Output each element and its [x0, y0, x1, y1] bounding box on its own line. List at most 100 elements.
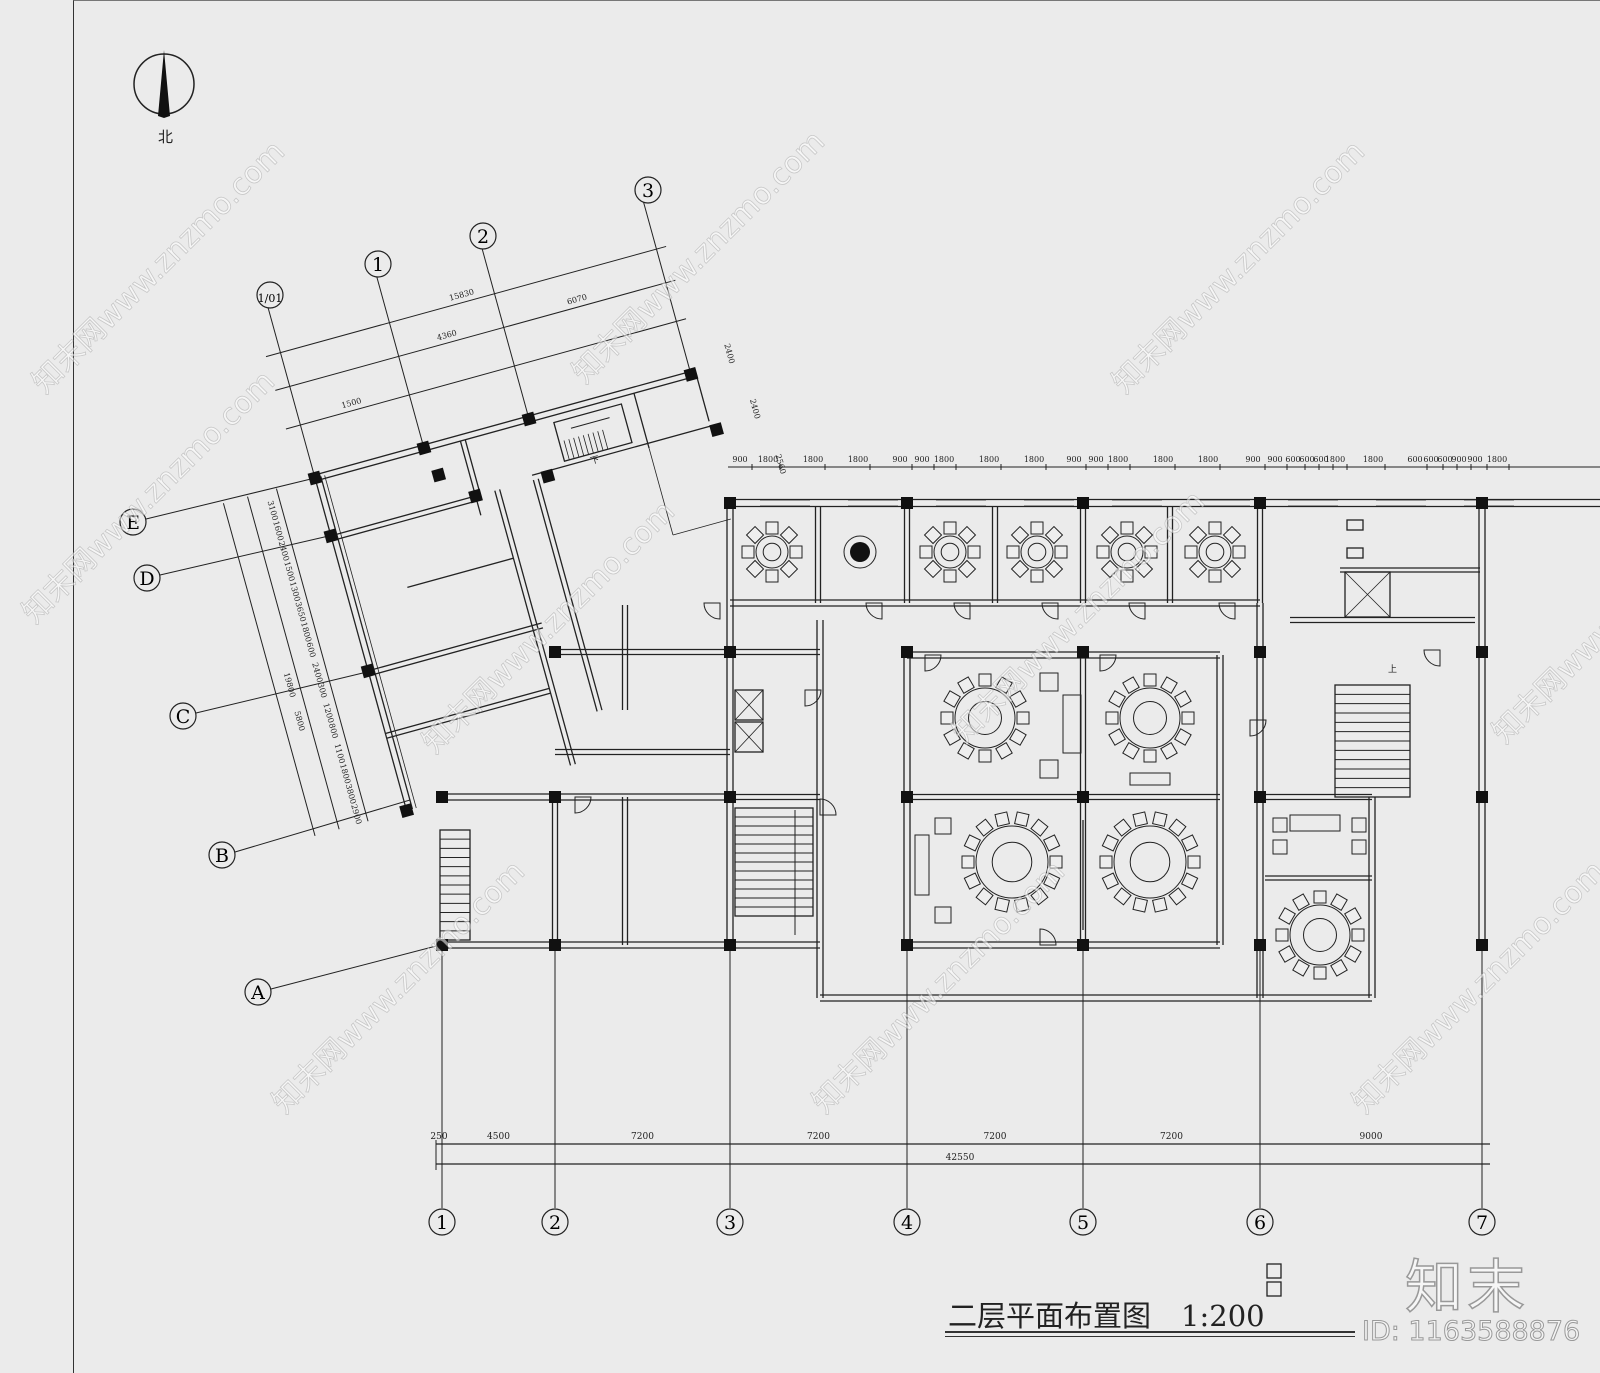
column [1476, 646, 1488, 658]
column [683, 367, 699, 382]
chair [1330, 893, 1348, 911]
lazy-susan [1129, 841, 1171, 883]
table-top [954, 687, 1016, 749]
chair [978, 749, 992, 763]
chair [1278, 907, 1296, 925]
chair [779, 559, 799, 579]
wing-wall [385, 687, 550, 735]
dining-table [1096, 521, 1158, 583]
sofa [914, 834, 930, 896]
stair-down-label: 下 [589, 455, 600, 467]
dimension-label: 1800 [1325, 455, 1345, 464]
dining-table [1184, 521, 1246, 583]
chair [1120, 569, 1134, 583]
chair [779, 525, 799, 545]
column [436, 791, 448, 803]
table-top [1113, 825, 1187, 899]
dining-table [1105, 673, 1195, 763]
elevator-car [734, 721, 764, 753]
axis-label: D [139, 568, 154, 590]
dimension-label: 600 [305, 641, 318, 658]
dimension-label: 900 [914, 455, 929, 464]
chair [1180, 872, 1199, 890]
axis-label: 6 [1254, 1212, 1266, 1234]
row-axis-bubble-D: D [133, 564, 161, 592]
chair [1143, 749, 1157, 763]
chair [1009, 690, 1027, 708]
dimension-label: 2400 [722, 343, 736, 365]
axis-bubble [244, 978, 272, 1006]
chair [1006, 545, 1020, 559]
toilet [1346, 519, 1364, 531]
column [1254, 497, 1266, 509]
lazy-susan [968, 701, 1002, 735]
row-axis-bubble-A: A [244, 978, 272, 1006]
axis-label: 1 [372, 254, 384, 276]
axis-label: 3 [642, 180, 654, 202]
stair-step [563, 440, 570, 460]
wing-labels: 1583043606070150024002400256031001600240… [266, 287, 788, 825]
chair [1100, 525, 1120, 545]
grid-line [159, 534, 334, 576]
wing-wall [367, 622, 542, 672]
table-top [1110, 535, 1144, 569]
axis-bubble-3: 3 [716, 1208, 744, 1236]
wing-wall [494, 490, 572, 766]
column [323, 528, 339, 544]
grid-line [145, 477, 316, 520]
column [431, 467, 447, 483]
dimension-label: 250 [430, 1132, 447, 1142]
stair-up-label: 上 [1388, 664, 1397, 675]
chair [1160, 742, 1178, 760]
dimension-label: 4500 [487, 1132, 510, 1142]
axis-bubble-4: 4 [893, 1208, 921, 1236]
dimension-label: 300 [316, 682, 329, 699]
dimension-label: 1800 [1153, 455, 1173, 464]
wing-staircase [553, 403, 633, 462]
elevator-x [734, 721, 764, 753]
column [549, 791, 561, 803]
chair [957, 676, 975, 694]
axis-label: 1/01 [258, 292, 283, 305]
door-swing [1039, 928, 1057, 946]
dining-table [1099, 811, 1201, 913]
table-top [975, 825, 1049, 899]
column [1476, 791, 1488, 803]
chair [1016, 711, 1030, 725]
chair [1222, 559, 1242, 579]
column [468, 488, 483, 504]
chair [943, 728, 961, 746]
dining-table [1006, 521, 1068, 583]
wing-wall [386, 692, 551, 739]
axis-bubble [428, 1208, 456, 1236]
table-top [1020, 535, 1054, 569]
sofa [1062, 694, 1082, 754]
dimension-label: 2900 [349, 803, 363, 825]
wing-plan [222, 191, 731, 836]
column [1254, 939, 1266, 951]
watermark-id: ID: 1163588876 [1361, 1316, 1581, 1348]
chair [940, 711, 954, 725]
chair [1278, 945, 1296, 963]
dimension-label: 600 [1423, 455, 1438, 464]
dimension-line [222, 503, 316, 836]
sofa [1272, 817, 1288, 833]
chair [1054, 545, 1068, 559]
chair [943, 521, 957, 535]
stair-step [597, 431, 604, 451]
wing-wall [499, 489, 576, 765]
chair [1030, 818, 1049, 837]
row-axis-bubble-E: E [119, 508, 147, 536]
lazy-susan [1303, 918, 1337, 952]
column [307, 470, 323, 486]
chair [765, 521, 779, 535]
wing-wall [315, 375, 697, 482]
chair [967, 545, 981, 559]
wing-wall [369, 627, 544, 677]
chair [923, 559, 943, 579]
column [724, 497, 736, 509]
chair [1208, 521, 1222, 535]
chair [1132, 897, 1148, 913]
dimension-label: 900 [1451, 455, 1466, 464]
